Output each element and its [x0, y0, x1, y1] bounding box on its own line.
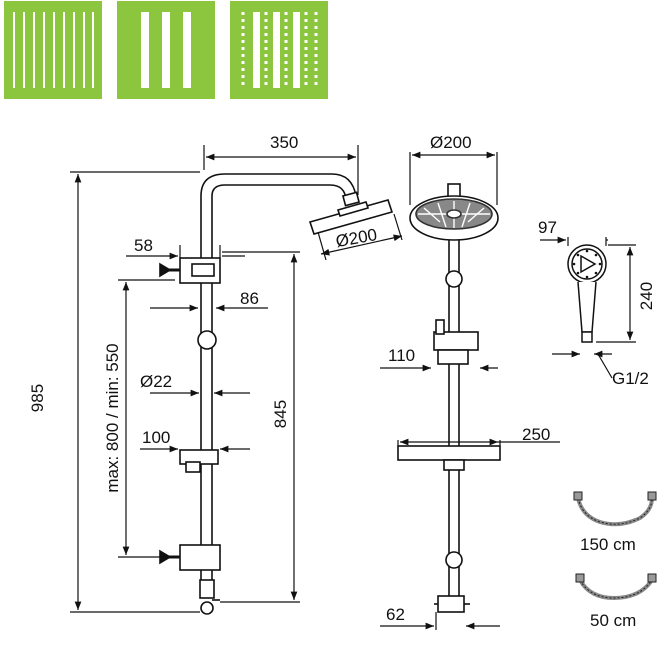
side-shower-head	[308, 191, 394, 235]
hand-dimension-lines	[540, 236, 636, 379]
label-shelf-width: 250	[522, 425, 550, 444]
label-rail-adjust: max: 800 / min: 550	[103, 343, 122, 492]
label-front-head-diameter: Ø200	[430, 133, 472, 152]
front-top-knob	[445, 270, 463, 288]
front-bottom-knob	[445, 551, 463, 569]
top-wall-bracket	[159, 257, 221, 284]
side-view	[70, 145, 403, 615]
label-hose-long: 150 cm	[580, 535, 636, 554]
label-holder-width: 100	[142, 428, 170, 447]
hand-shower	[540, 236, 636, 379]
front-diverter	[434, 595, 470, 613]
bottom-wall-bracket	[159, 544, 221, 571]
label-slider-width: 110	[388, 346, 415, 365]
label-head-reach: 350	[270, 133, 298, 152]
front-shower-head	[409, 183, 499, 241]
slider-knob	[197, 330, 217, 350]
rain-spray-icon	[4, 1, 102, 99]
label-thread: G1/2	[612, 369, 649, 388]
side-dimension-lines	[70, 145, 403, 613]
front-shelf	[397, 445, 501, 471]
jet-spray-icon	[117, 1, 215, 99]
label-side-head-diameter: Ø200	[334, 225, 378, 251]
hose-short	[575, 573, 657, 601]
label-total-height: 985	[28, 384, 47, 412]
label-bracket-offset: 86	[240, 289, 259, 308]
front-dimension-lines	[380, 151, 560, 630]
label-hand-head-diameter: 97	[538, 218, 557, 237]
mixed-spray-icon	[230, 1, 328, 99]
spray-mode-icons	[4, 1, 328, 99]
label-pipe-diameter: Ø22	[140, 372, 172, 391]
diverter	[199, 579, 220, 615]
hand-shower-holder	[179, 449, 219, 473]
label-hand-length: 240	[637, 282, 656, 310]
label-bracket-width: 58	[134, 236, 153, 255]
label-diverter-height: 845	[271, 400, 290, 428]
front-view	[380, 151, 560, 630]
front-slider	[433, 319, 479, 365]
riser-pipe	[200, 173, 357, 598]
label-hose-short: 50 cm	[590, 611, 636, 630]
hose-long	[573, 491, 657, 527]
label-diverter-width: 62	[386, 605, 405, 624]
front-riser	[448, 240, 460, 598]
